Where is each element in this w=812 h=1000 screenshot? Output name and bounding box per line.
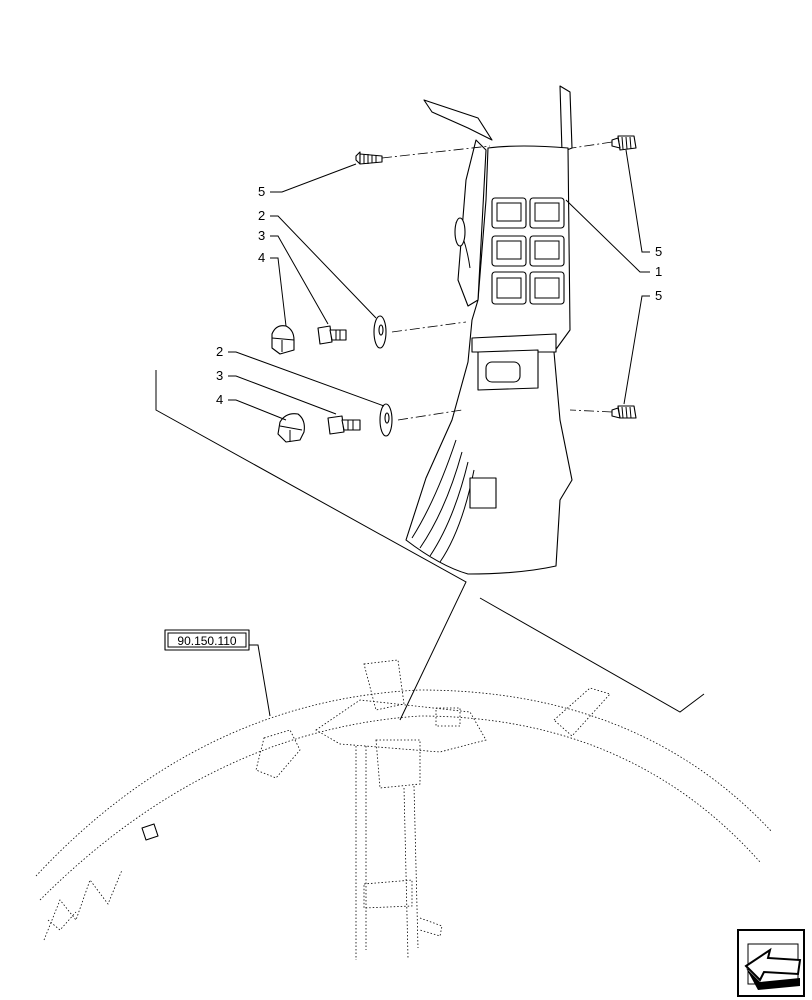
callout-2: 2 (258, 208, 265, 223)
back-arrow-icon[interactable] (737, 929, 805, 997)
callout-3: 3 (216, 368, 223, 383)
cab-frame-location (35, 659, 773, 960)
screw-5-upper-right (611, 135, 637, 151)
callout-1: 1 (655, 264, 662, 279)
callout-4: 4 (216, 392, 223, 407)
callout-5: 5 (655, 244, 662, 259)
callout-3: 3 (258, 228, 265, 243)
cap-nut-4-lower (277, 413, 305, 443)
detail-view-frame (155, 370, 705, 721)
switch-blank-grid (491, 197, 565, 305)
bolt-3-upper (317, 325, 347, 345)
callout-2: 2 (216, 344, 223, 359)
screw-5-upper-left (355, 151, 383, 165)
leader-lines (228, 149, 650, 421)
callout-5: 5 (655, 288, 662, 303)
reference-label: 90.150.110 (177, 634, 236, 648)
callout-4: 4 (258, 250, 265, 265)
washer-2-lower (379, 403, 393, 437)
pillar-trim-panel (405, 85, 573, 575)
callout-5: 5 (258, 184, 265, 199)
reference-box[interactable]: 90.150.110 (164, 629, 271, 717)
bolt-3-lower (327, 415, 361, 435)
screw-5-lower-right (611, 405, 637, 419)
cap-nut-4-upper (271, 325, 295, 355)
washer-2-upper (373, 315, 387, 349)
